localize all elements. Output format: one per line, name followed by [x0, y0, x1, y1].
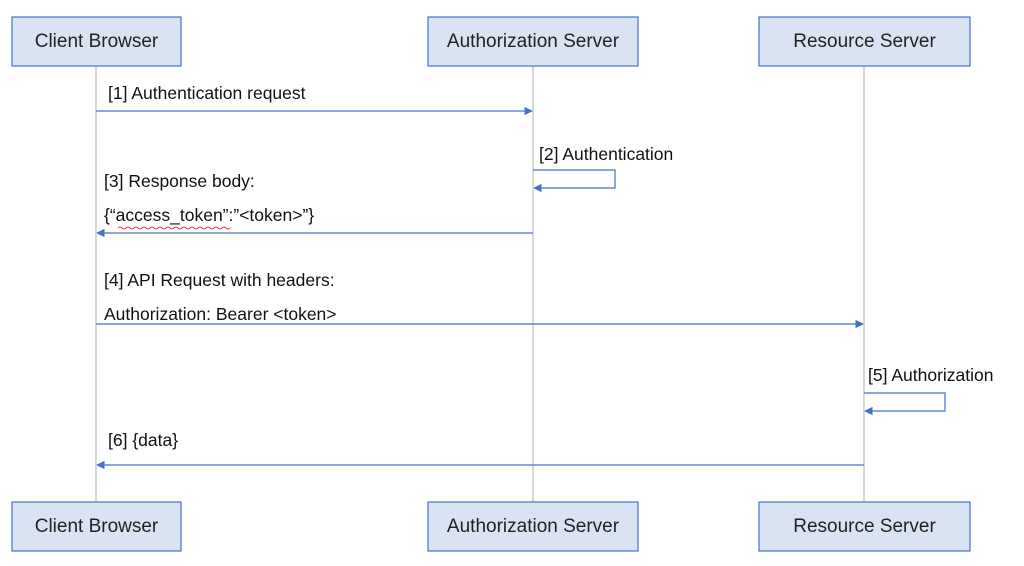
message-5: [5] Authorization — [864, 365, 994, 416]
actor-bottom-auth: Authorization Server — [427, 501, 639, 552]
message-label: [1] Authentication request — [108, 83, 306, 103]
message-label: [4] API Request with headers: — [104, 270, 335, 290]
actor-label: Resource Server — [793, 516, 936, 537]
actor-label: Client Browser — [35, 516, 159, 537]
actor-bottom-client: Client Browser — [11, 501, 182, 552]
actor-label: Resource Server — [793, 31, 936, 52]
message-3: [3] Response body: {“access_token”:”<tok… — [96, 171, 533, 238]
message-label: [5] Authorization — [868, 365, 994, 385]
actor-top-client: Client Browser — [11, 16, 182, 67]
message-label-header: Authorization: Bearer <token> — [104, 304, 337, 324]
spellcheck-underline — [117, 226, 231, 230]
message-2: [2] Authentication — [533, 144, 673, 193]
message-1: [1] Authentication request — [96, 83, 533, 116]
message-label: [6] {data} — [108, 430, 178, 450]
actor-bottom-resource: Resource Server — [758, 501, 971, 552]
actor-top-auth: Authorization Server — [427, 16, 639, 67]
message-arrow — [864, 392, 946, 416]
actor-label: Authorization Server — [447, 31, 620, 52]
message-4: [4] API Request with headers: Authorizat… — [96, 270, 864, 329]
message-arrow — [533, 169, 616, 193]
message-label-token: {“access_token”:”<token>”} — [104, 205, 314, 226]
message-label: [3] Response body: — [104, 171, 255, 191]
message-label: [2] Authentication — [539, 144, 673, 164]
actor-label: Authorization Server — [447, 516, 620, 537]
message-6: [6] {data} — [96, 430, 864, 470]
actor-top-resource: Resource Server — [758, 16, 971, 67]
actor-label: Client Browser — [35, 31, 159, 52]
